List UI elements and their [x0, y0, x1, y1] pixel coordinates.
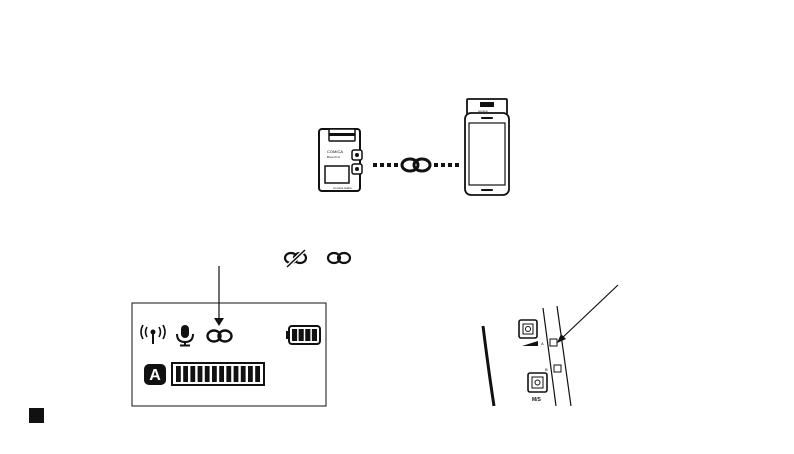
callout-line: [557, 285, 618, 343]
audio-level-meter: [172, 363, 264, 385]
level-segment: [241, 366, 246, 382]
link-dots-right: [434, 163, 459, 167]
phone-with-receiver: comica: [465, 99, 509, 195]
transmitter-brand-text: COMICA: [327, 149, 343, 154]
level-segment: [176, 366, 181, 382]
indicator-a-label: A: [541, 341, 544, 346]
battery-cell: [299, 329, 304, 341]
lcd-panel: [132, 303, 326, 406]
indicator-b-label: B: [545, 367, 548, 372]
channel-badge: A: [144, 364, 166, 385]
level-segment: [190, 366, 195, 382]
level-segment: [234, 366, 239, 382]
indicator-b-light: [554, 365, 561, 372]
level-segment: [212, 366, 217, 382]
level-segment: [205, 366, 210, 382]
black-square-icon: [29, 408, 44, 423]
transmitter-model-text: BoomX-U: [327, 155, 340, 159]
top-button: [519, 320, 537, 338]
volume-wedge-icon: [522, 341, 538, 346]
receiver-side-view: A B M/S: [483, 306, 571, 406]
indicator-a-light: [550, 339, 557, 346]
level-segment: [183, 366, 188, 382]
level-segment: [219, 366, 224, 382]
transmitter-footer-text: Comica Audio: [333, 186, 352, 190]
battery-icon: [286, 326, 320, 344]
level-segment: [255, 366, 260, 382]
transmitter-device: COMICA BoomX-U Comica Audio: [319, 129, 362, 191]
ms-button: [528, 373, 547, 392]
battery-cell: [305, 329, 310, 341]
link-icon: [402, 159, 430, 171]
link-icon-small: [328, 253, 350, 263]
link-dots-left: [373, 163, 398, 167]
ms-button-label: M/S: [532, 397, 542, 403]
level-segment: [226, 366, 231, 382]
battery-cell: [312, 329, 317, 341]
level-segment: [198, 366, 203, 382]
link-broken-icon: [285, 249, 306, 268]
level-segment: [248, 366, 253, 382]
battery-cell: [292, 329, 297, 341]
channel-letter: A: [149, 367, 161, 384]
